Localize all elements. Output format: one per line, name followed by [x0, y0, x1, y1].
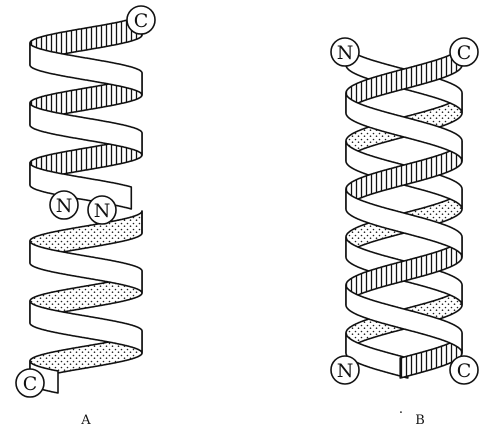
stray-dot: . — [399, 402, 403, 417]
ribbon-back-face — [346, 237, 462, 305]
terminal-a-bottom-c: C — [16, 369, 44, 397]
panel-label-a: A — [80, 413, 91, 428]
ribbon-front-face — [346, 285, 462, 353]
svg-text:C: C — [134, 10, 149, 32]
helix-a-upper — [30, 13, 142, 209]
ribbon-front-face — [346, 93, 462, 161]
terminal-b-top-left-n: N — [331, 38, 359, 66]
terminal-b-top-right-c: C — [450, 38, 478, 66]
ribbon-back-face — [346, 45, 462, 113]
svg-text:N: N — [56, 195, 73, 217]
terminal-a-middle-right-n: N — [88, 196, 116, 224]
svg-text:C: C — [23, 373, 38, 395]
panel-b: B . N C N C — [331, 38, 478, 428]
svg-text:N: N — [94, 200, 111, 222]
terminal-b-bottom-left-n: N — [331, 356, 359, 384]
terminal-a-middle-left-n: N — [50, 191, 78, 219]
svg-text:C: C — [457, 360, 472, 382]
helix-a-lower — [30, 211, 142, 393]
svg-text:C: C — [457, 42, 472, 64]
svg-text:N: N — [337, 42, 354, 64]
svg-text:N: N — [337, 360, 354, 382]
panel-a: A C N N C — [16, 6, 155, 428]
ribbon-front-face — [346, 189, 462, 257]
terminal-a-top-c: C — [127, 6, 155, 34]
panel-label-b: B — [415, 413, 425, 428]
ribbon-back-face — [346, 141, 462, 209]
terminal-b-bottom-right-c: C — [450, 356, 478, 384]
